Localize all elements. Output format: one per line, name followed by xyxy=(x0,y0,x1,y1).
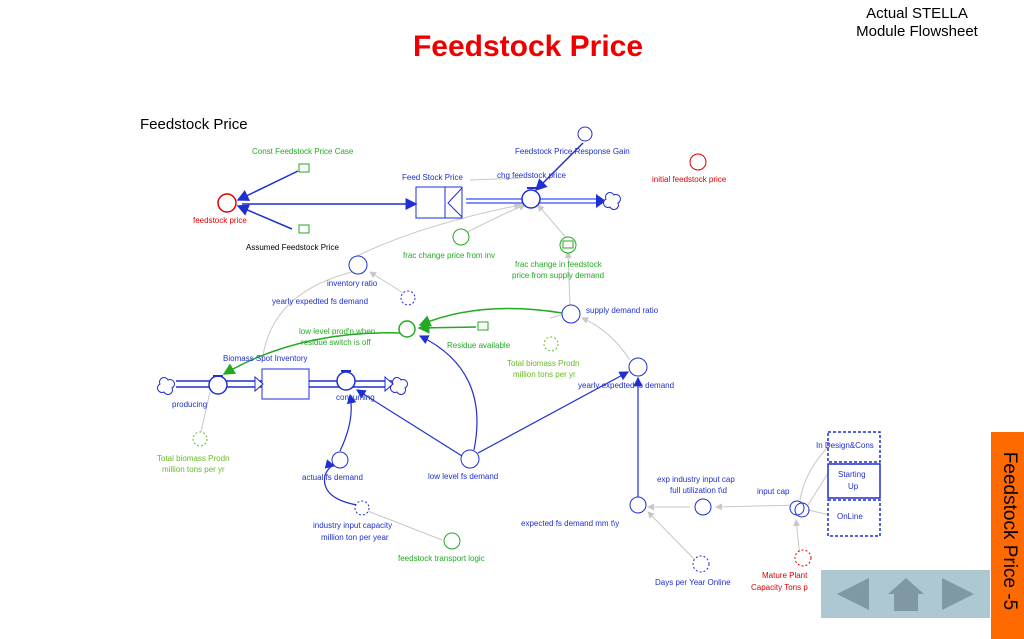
total-biomass-a-label-1: Total biomass Prodn xyxy=(507,359,579,368)
info-connectors-gray xyxy=(199,177,831,563)
total-biomass-a-label-2: million tons per yr xyxy=(513,370,576,379)
actual-fs-demand-converter[interactable] xyxy=(331,451,349,469)
exp-industry-label-2: full utilization t\d xyxy=(670,486,727,495)
next-slide-button[interactable] xyxy=(934,570,990,618)
low-level-label-1: low level prod'n when xyxy=(299,327,375,336)
const-price-case-label: Const Feedstock Price Case xyxy=(252,147,354,156)
frac-change-inv-converter[interactable] xyxy=(452,228,470,246)
left-arrow-icon xyxy=(837,578,869,610)
exp-industry-input-cap-converter[interactable] xyxy=(694,498,712,516)
initial-price-converter[interactable] xyxy=(689,153,707,171)
yearly-expected-converter[interactable] xyxy=(628,357,648,377)
side-tab: Feedstock Price -5 xyxy=(991,432,1024,639)
exp-industry-label-1: exp industry input cap xyxy=(657,475,735,484)
right-arrow-icon xyxy=(942,578,974,610)
low-level-fs-demand-label: low level fs demand xyxy=(428,472,498,481)
corner-note-line2: Module Flowsheet xyxy=(856,23,978,40)
frac-change-supply-converter[interactable] xyxy=(559,236,577,254)
feed-stock-price-stock[interactable] xyxy=(415,186,463,219)
transport-logic-label: feedstock transport logic xyxy=(398,554,485,563)
prev-slide-button[interactable] xyxy=(821,570,877,618)
side-tab-label: Feedstock Price -5 xyxy=(999,451,1020,611)
mature-plant-label-1: Mature Plant xyxy=(762,571,808,580)
industry-capacity-label-2: million ton per year xyxy=(321,533,389,542)
starting-label-2: Up xyxy=(848,482,859,491)
in-design-label: In Design&Cons xyxy=(816,441,874,450)
starting-label-1: Starting xyxy=(838,470,866,479)
assumed-price-label: Assumed Feedstock Price xyxy=(246,243,339,252)
expected-fs-demand-label: expected fs demand mm t\y xyxy=(521,519,619,528)
consuming-label: consuming xyxy=(336,393,375,402)
corner-note: Actual STELLA Module Flowsheet xyxy=(842,5,992,41)
total-biomass-b-label-2: million tons per yr xyxy=(162,465,225,474)
days-per-year-ghost[interactable] xyxy=(692,555,710,573)
yearly-expected-label-1: yearly expedted fs demand xyxy=(272,297,368,306)
low-level-prodn-converter[interactable] xyxy=(398,320,416,338)
input-cap-label: input cap xyxy=(757,487,790,496)
actual-fs-demand-label: actual fs demand xyxy=(302,473,363,482)
consuming-flow-valve[interactable] xyxy=(336,371,356,391)
response-gain-converter[interactable] xyxy=(577,126,593,142)
online-stock[interactable] xyxy=(827,499,881,537)
mature-plant-capacity-ghost[interactable] xyxy=(794,549,812,567)
in-design-cons-stock[interactable] xyxy=(827,431,881,463)
low-level-fs-demand-converter[interactable] xyxy=(460,449,480,469)
yearly-expected-label-2: yearly expedted fs demand xyxy=(578,381,674,390)
biomass-inventory-label: Biomass Spot Inventory xyxy=(223,354,307,363)
biomass-spot-inventory-stock[interactable] xyxy=(261,368,310,400)
chg-price-flow-valve[interactable] xyxy=(521,189,541,209)
chg-price-label: chg feedstock price xyxy=(497,171,566,180)
yearly-expected-ghost-1[interactable] xyxy=(400,290,416,306)
supply-demand-ratio-converter[interactable] xyxy=(561,304,581,324)
producing-label: producing xyxy=(172,400,207,409)
online-label: OnLine xyxy=(837,512,863,521)
frac-change-supply-label-1: frac change in feedstock xyxy=(515,260,603,269)
feedstock-price-label: feedstock price xyxy=(193,216,247,225)
cloud-sink-icon-2 xyxy=(390,377,408,395)
residue-available-switch[interactable] xyxy=(477,321,489,331)
slide-title: Feedstock Price xyxy=(412,30,644,63)
home-button[interactable] xyxy=(878,570,934,618)
inventory-ratio-label: inventory ratio xyxy=(327,279,378,288)
navigation-bar xyxy=(821,570,990,618)
const-price-case-switch[interactable] xyxy=(298,163,310,173)
initial-price-label: initial feedstock price xyxy=(652,175,727,184)
industry-input-capacity-ghost[interactable] xyxy=(354,500,370,516)
total-biomass-ghost-b[interactable] xyxy=(192,431,208,447)
starting-up-stock[interactable] xyxy=(827,463,881,499)
expected-fs-demand-converter[interactable] xyxy=(629,496,647,514)
total-biomass-ghost-a[interactable] xyxy=(543,336,559,352)
residue-available-label: Residue available xyxy=(447,341,511,350)
feed-stock-price-label: Feed Stock Price xyxy=(402,173,463,182)
producing-flow-valve[interactable] xyxy=(208,375,228,395)
home-icon xyxy=(888,578,924,611)
frac-change-inv-label: frac change price from inv xyxy=(403,251,495,260)
feedstock-price-converter[interactable] xyxy=(217,193,237,213)
low-level-label-2: residue switch is off xyxy=(301,338,371,347)
industry-capacity-label-1: industry input capacity xyxy=(313,521,392,530)
inventory-ratio-converter[interactable] xyxy=(348,255,368,275)
mature-plant-label-2: Capacity Tons p xyxy=(751,583,808,592)
frac-change-supply-label-2: price from supply demand xyxy=(512,271,604,280)
sector-label: Feedstock Price xyxy=(140,116,248,133)
assumed-price-graph[interactable] xyxy=(298,224,310,234)
feedstock-transport-logic-converter[interactable] xyxy=(443,532,461,550)
corner-note-line1: Actual STELLA xyxy=(866,5,968,22)
days-per-year-label: Days per Year Online xyxy=(655,578,731,587)
cloud-source-icon xyxy=(157,377,175,395)
total-biomass-b-label-1: Total biomass Prodn xyxy=(157,454,229,463)
response-gain-label: Feedstock Price Response Gain xyxy=(515,147,630,156)
cloud-sink-icon xyxy=(603,192,621,210)
supply-demand-ratio-label: supply demand ratio xyxy=(586,306,659,315)
